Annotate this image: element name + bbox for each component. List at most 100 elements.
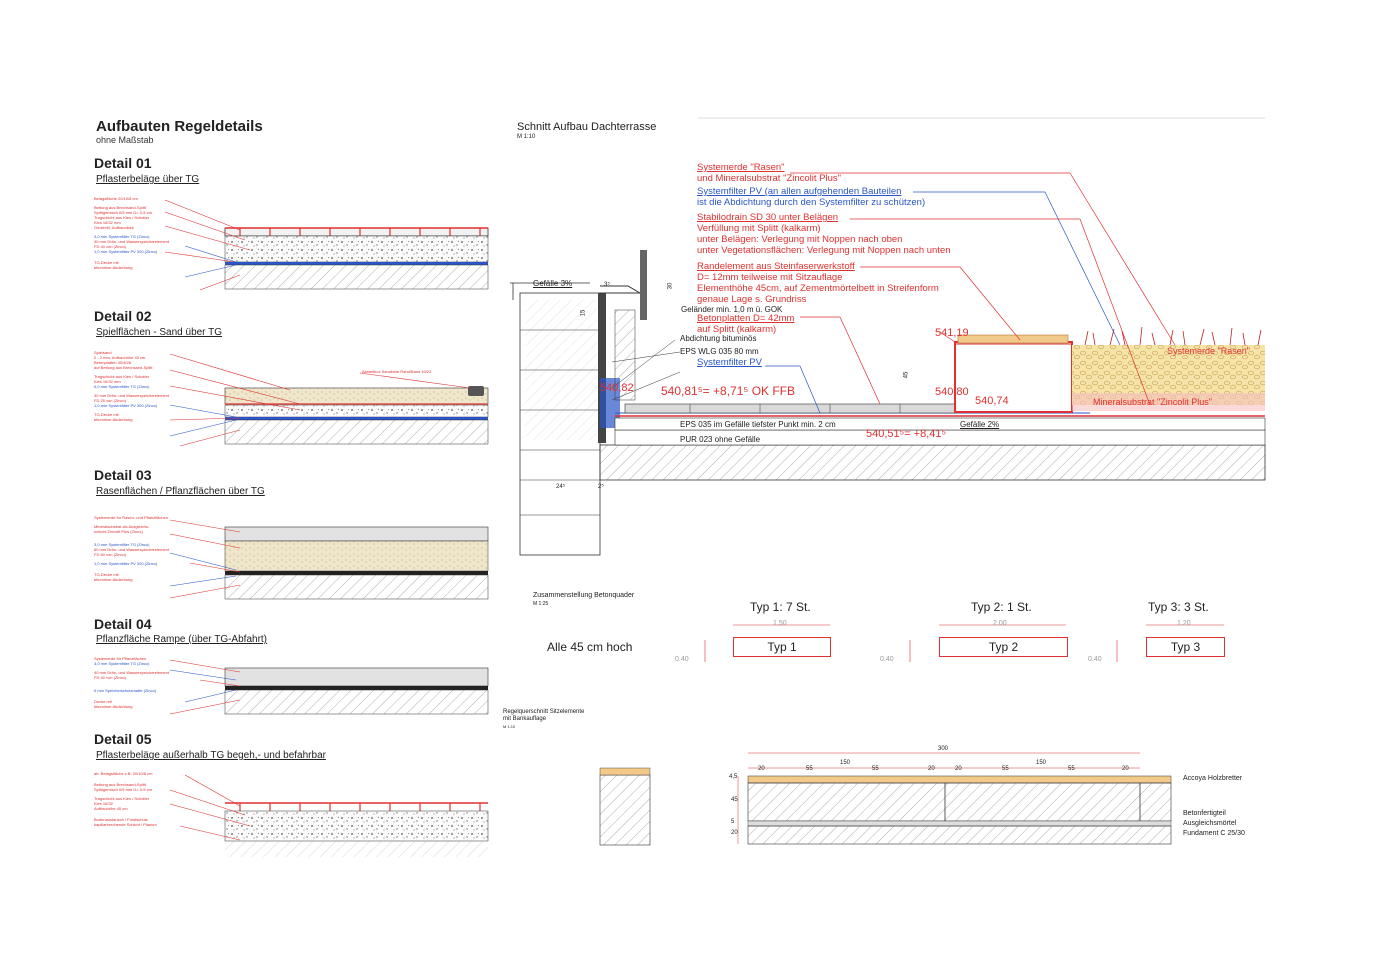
quader-scale: M 1:25 xyxy=(533,601,549,607)
layer-label: Tragschicht aus Kies / Schotter xyxy=(94,796,150,801)
dim-24-5: 24⁵ xyxy=(556,484,566,490)
detail-02-subtitle: Spielflächen - Sand über TG xyxy=(96,327,223,338)
sitz-dim-150: 150 xyxy=(1036,760,1047,766)
gefaelle-bottom-label: Gefälle 2% xyxy=(960,420,1000,429)
layer-label: bitumöser Abdichtung xyxy=(94,417,133,422)
layer-label: 1,0 mm Systemfilter PV 300 (Zinco) xyxy=(94,561,158,566)
sitz-title: Regelquerschnitt Sitzelemente mit Bankau… xyxy=(503,709,584,730)
detail-03-labels: Systemerde für Rasen- und Pflanzflächen … xyxy=(94,515,204,582)
typ2-header: Typ 2: 1 St. xyxy=(971,600,1032,614)
eps-note: EPS WLG 035 80 mm xyxy=(680,347,759,356)
annotation-line: Betonplatten D= 42mm xyxy=(697,313,795,324)
layer-label: Splittgemisch 0/5 mm D= 3-5 cm xyxy=(94,210,152,215)
sitz-detail xyxy=(599,752,1172,846)
annotation-line: Systemfilter PV (an allen aufgehenden Ba… xyxy=(697,186,902,197)
sitz-label-fundament: Fundament C 25/30 xyxy=(1183,830,1245,837)
annotation-randelement: Randelement aus Steinfaserwerkstoff D= 1… xyxy=(697,261,939,305)
detail-03-heading: Detail 03 xyxy=(94,467,152,483)
sitz-dim-left: 5 xyxy=(731,819,735,825)
annotation-stabilodrain: Stabilodrain SD 30 unter Belägen Verfüll… xyxy=(697,212,951,256)
layer-label: bitumöser Abdichtung xyxy=(94,577,133,582)
annotation-line: und Mineralsubstrat "Zincolit Plus" xyxy=(697,173,842,184)
detail-05-heading: Detail 05 xyxy=(94,731,152,747)
sitz-scale: M 1:10 xyxy=(503,724,516,729)
detail-05-section xyxy=(169,774,489,857)
detail-01-heading: Detail 01 xyxy=(94,155,152,171)
detail-01-subtitle: Pflasterbeläge über TG xyxy=(96,174,200,185)
layer-label: kapillarbrechende Schicht / Planum xyxy=(94,822,157,827)
annotation-line: Stabilodrain SD 30 unter Belägen xyxy=(697,212,839,223)
layer-label: 1,0 mm Systemfilter PV 300 (Zinco) xyxy=(94,249,158,254)
sitz-dim: 55 xyxy=(872,766,879,772)
layer-label: Mineralsubstrat als Ausgleichs- xyxy=(94,524,150,529)
layer-label: auf Bettung aus Brechsand-Splitt xyxy=(94,365,153,370)
layer-label: 40 mm Drän- und Wasserspeicherelement xyxy=(94,670,169,675)
layer-label: 40 mm Drän- und Wasserspeicherelement xyxy=(94,239,169,244)
systemfilter-pv-note: Systemfilter PV xyxy=(697,357,762,368)
detail-05-subtitle: Pflasterbeläge außerhalb TG begeh,- und … xyxy=(96,750,326,761)
annotation-line: genaue Lage s. Grundriss xyxy=(697,294,807,305)
pur-label: PUR 023 ohne Gefälle xyxy=(680,435,761,444)
layer-label: 3,0 mm Systemfilter TG (Zinco) xyxy=(94,234,150,239)
layer-label: TG-Decke mit xyxy=(94,260,119,265)
layer-label: FD 60 von (Zinco) xyxy=(94,552,127,557)
annotation-line: Systemerde "Rasen" xyxy=(697,162,785,173)
detail-02-labels: Spielsand 0 - 2 mm, Aufbauhöhe 40 cm Bet… xyxy=(94,350,204,422)
sitz-dim: 20 xyxy=(758,766,765,772)
layer-label: FD 40 von (Zinco) xyxy=(94,675,127,680)
layer-label: Splittgemisch 0/5 mm D= 3-5 cm xyxy=(94,787,152,792)
layer-label: 30 mm Drän- und Wasserspeicherelement xyxy=(94,393,169,398)
annotation-systemfilter: Systemfilter PV (an allen aufgehenden Ba… xyxy=(697,186,925,208)
detail-02-note: Abstellbox Sandkiste Rand/Band 40/22 xyxy=(362,369,432,374)
layer-label: 5 mm Speicherschutzmatte (Zinco) xyxy=(94,688,157,693)
sitz-dim: 20 xyxy=(1122,766,1129,772)
layer-label: Aufbauhöhe 40 cm xyxy=(94,806,128,811)
detail-01-section xyxy=(164,199,489,291)
typ1-box: Typ 1 xyxy=(733,637,831,657)
left-title: Aufbauten Regeldetails xyxy=(96,118,263,135)
quader-title: Zusammenstellung Betonquader xyxy=(533,592,635,599)
layer-label: bitumöser Abdichtung xyxy=(94,265,133,270)
typ3-width: 1.20 xyxy=(1177,620,1191,627)
sitz-dim: 55 xyxy=(1068,766,1075,772)
roof-section xyxy=(510,117,1266,556)
quader-height-note: Alle 45 cm hoch xyxy=(547,640,633,654)
layer-label: Bodenaustausch / Frostschutz xyxy=(94,817,148,822)
layer-label: Systemerde für Rasen- und Pflanzflächen xyxy=(94,515,169,520)
detail-03-section xyxy=(169,519,489,600)
typ1-width: 1.50 xyxy=(773,620,787,627)
layer-label: Kies 16/32 mm xyxy=(94,379,121,384)
eps-gefaelle-label: EPS 035 im Gefälle tiefster Punkt min. 2… xyxy=(680,420,836,429)
sitz-dim-left: 45 xyxy=(731,797,738,803)
elevation-bottom: 540,51⁵= +8,41⁵ xyxy=(866,428,947,440)
sitz-label-holz: Accoya Holzbretter xyxy=(1183,775,1243,782)
layer-label: Tragschicht aus Kies / Schotter xyxy=(94,215,150,220)
left-subtitle: ohne Maßstab xyxy=(96,135,154,145)
layer-label: Tragschicht aus Kies / Schotter xyxy=(94,374,150,379)
elevation-top: 541,19 xyxy=(935,327,969,339)
layer-label: Geotextil, Aufbaudicke xyxy=(94,225,134,230)
layer-label: 5,0 mm Systemfilter TG (Zinco) xyxy=(94,384,150,389)
sitz-dim: 55 xyxy=(1002,766,1009,772)
mineral-label: Mineralsubstrat "Zincolit Plus" xyxy=(1093,397,1212,407)
elevation-left: 540,82 xyxy=(600,382,634,394)
typ3-box: Typ 3 xyxy=(1146,637,1225,657)
dim-45: 45 xyxy=(903,371,910,379)
layer-label: Bettung aus Brechsand-Splitt xyxy=(94,782,146,787)
sitz-dim-total: 300 xyxy=(938,746,949,752)
typ2-box: Typ 2 xyxy=(939,637,1068,657)
typ1-header: Typ 1: 7 St. xyxy=(750,600,811,614)
sitz-title-line: Regelquerschnitt Sitzelemente xyxy=(503,709,585,715)
sitz-dim-left: 20 xyxy=(731,830,738,836)
detail-05-labels: ab. Belagsfläche z.B. 20/10/8 cm Bettung… xyxy=(94,771,204,827)
sitz-label-moertel: Ausgleichsmörtel xyxy=(1183,820,1237,827)
layer-label: TG-Decke mit xyxy=(94,412,119,417)
layer-label: Bettung aus Brechsand-Splitt xyxy=(94,205,146,210)
abdichtung-note: Abdichtung bituminös xyxy=(680,334,757,343)
layer-label: Kies 16/32 mm xyxy=(94,220,121,225)
gefaelle-top-label: Gefälle 3% xyxy=(533,279,573,288)
layer-label: 3,0 mm Systemfilter TG (Zinco) xyxy=(94,661,150,666)
annotation-line: auf Splitt (kalkarm) xyxy=(697,324,777,335)
annotation-line: unter Belägen: Verlegung mit Noppen nach… xyxy=(697,234,903,245)
